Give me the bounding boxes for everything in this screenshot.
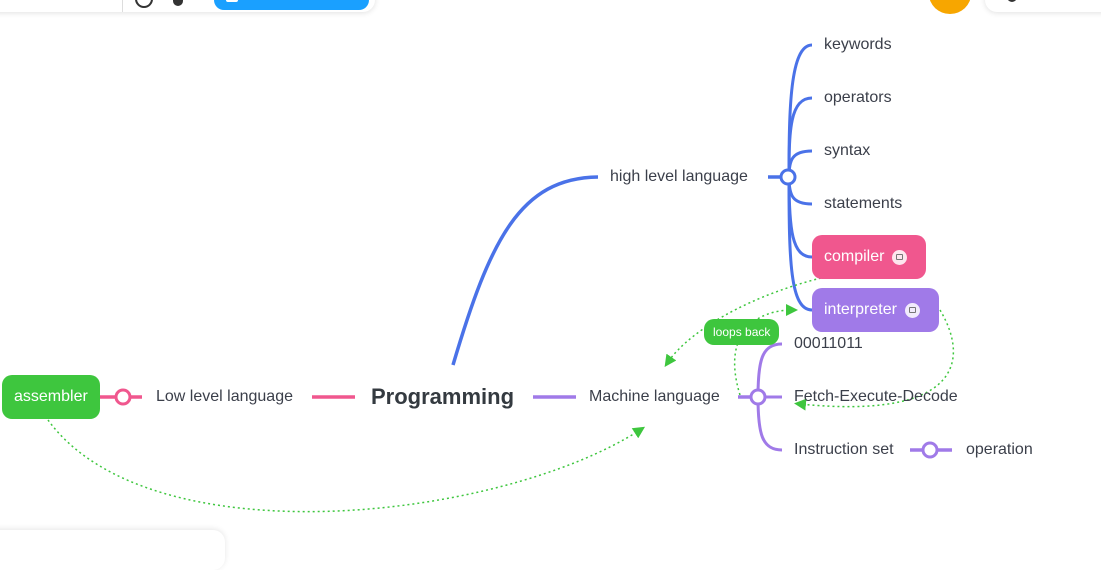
root-node-programming[interactable]: Programming xyxy=(371,384,515,409)
branch-instruction-set xyxy=(756,396,783,452)
node-fetch-execute-decode[interactable]: Fetch-Execute-Decode xyxy=(794,388,958,405)
node-operators[interactable]: operators xyxy=(824,89,892,106)
node-machine-language[interactable]: Machine language xyxy=(589,388,720,405)
node-keywords[interactable]: keywords xyxy=(824,36,892,53)
instruction-set-collapse-toggle xyxy=(921,441,939,459)
node-syntax[interactable]: syntax xyxy=(824,142,871,159)
high-level-collapse-toggle xyxy=(779,168,797,186)
note-icon[interactable] xyxy=(892,249,908,265)
low-level-collapse-toggle xyxy=(114,388,132,406)
mindmap-canvas xyxy=(47,43,955,513)
node-binary[interactable]: 00011011 xyxy=(794,335,863,352)
relation-interpreter-to-fetch xyxy=(794,309,955,411)
assembler-label: assembler xyxy=(14,388,88,405)
compiler-label: compiler xyxy=(824,248,885,265)
note-icon[interactable] xyxy=(904,302,920,318)
branch-interpreter xyxy=(787,176,813,312)
node-instruction-set[interactable]: Instruction set xyxy=(794,441,894,458)
branch-binary xyxy=(756,342,783,398)
node-operation[interactable]: operation xyxy=(966,441,1033,458)
toolbar-divider xyxy=(122,0,123,12)
pin-icon[interactable] xyxy=(173,0,183,6)
orange-avatar-icon[interactable] xyxy=(929,0,971,14)
relation-assembler-to-machine xyxy=(47,419,646,513)
branch-operators xyxy=(787,96,813,178)
bookmark-icon xyxy=(226,0,238,2)
node-high-level-language[interactable]: high level language xyxy=(610,168,748,185)
interpreter-label: interpreter xyxy=(824,301,897,318)
node-statements[interactable]: statements xyxy=(824,195,903,212)
top-right-toolbar xyxy=(985,0,1101,12)
top-toolbar xyxy=(0,0,375,12)
node-assembler[interactable]: assembler xyxy=(2,375,100,419)
machine-collapse-toggle xyxy=(749,388,767,406)
node-compiler[interactable]: compiler xyxy=(812,235,926,279)
node-low-level-language[interactable]: Low level language xyxy=(156,388,293,405)
branch-compiler xyxy=(787,176,813,259)
bookmark-button[interactable] xyxy=(214,0,369,10)
branch-root-to-high-level xyxy=(451,175,599,366)
node-interpreter[interactable]: interpreter xyxy=(812,288,939,332)
relation-label-loops-back[interactable]: loops back xyxy=(704,319,780,345)
